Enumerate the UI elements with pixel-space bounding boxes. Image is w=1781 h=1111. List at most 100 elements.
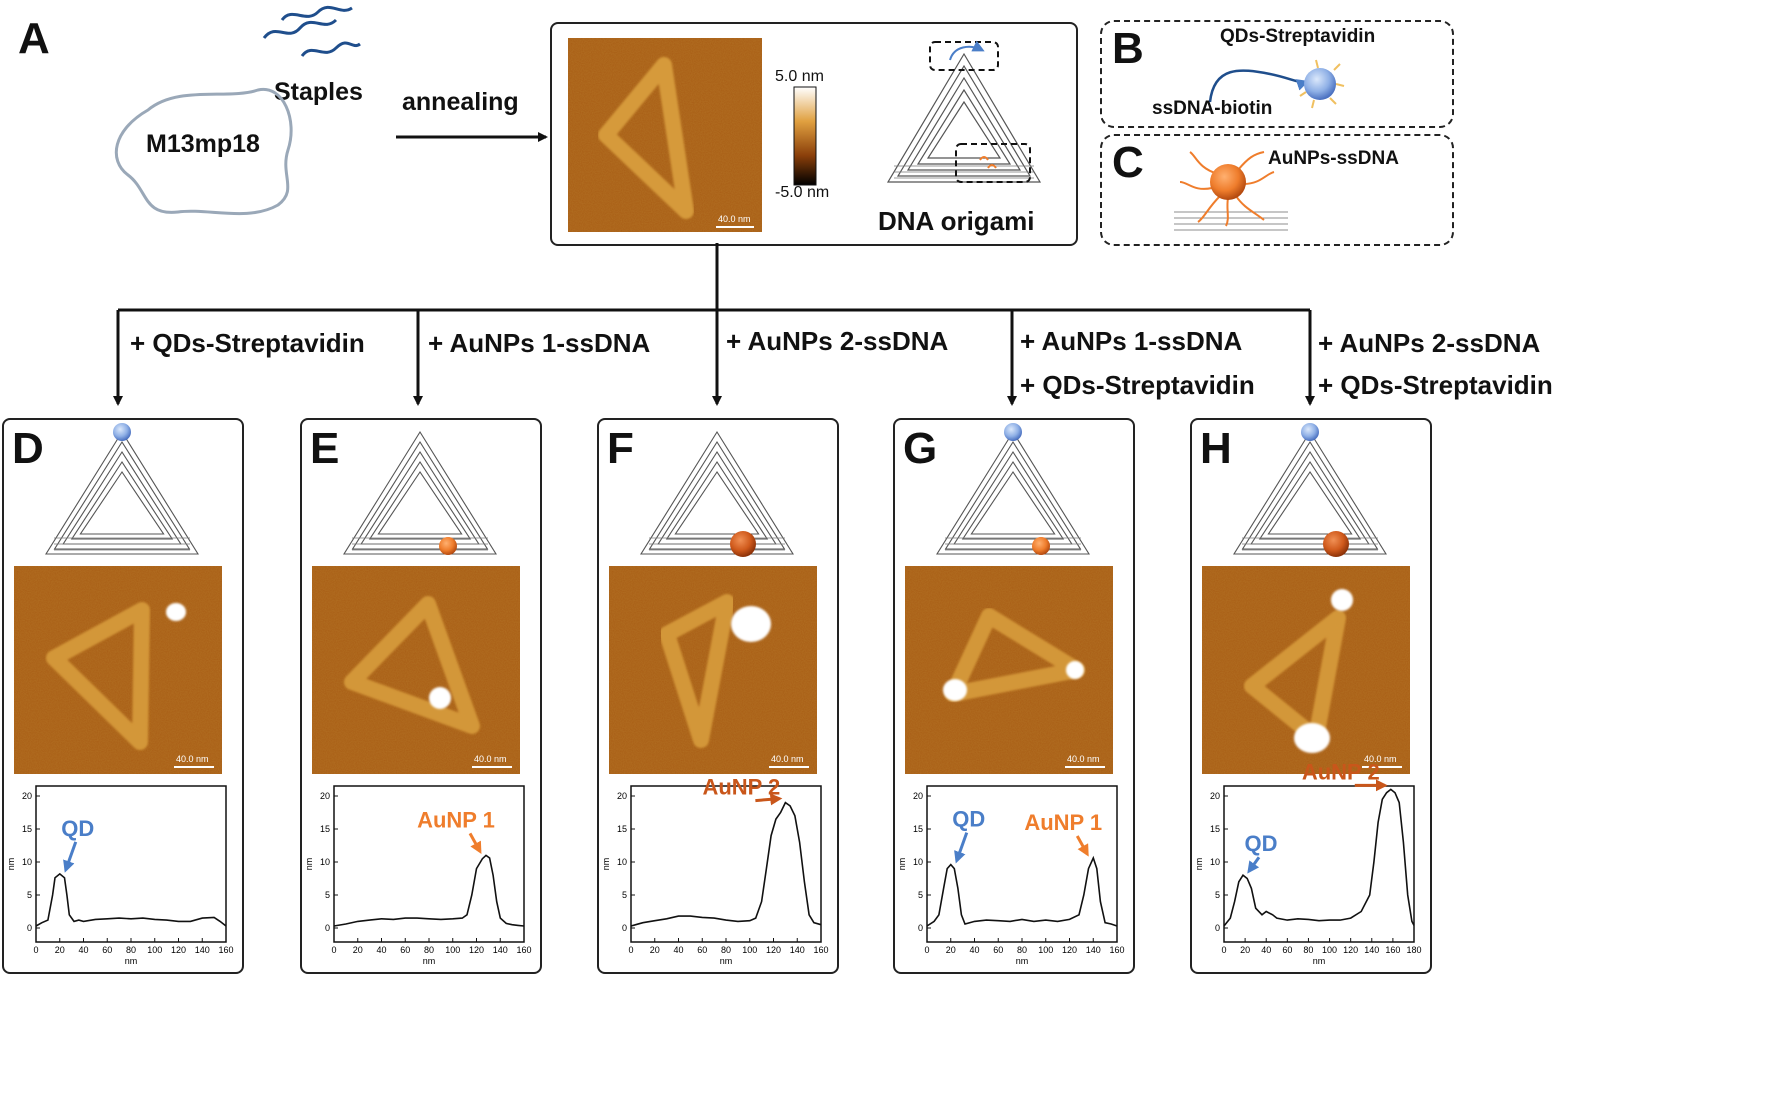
x-tick-label: 140 <box>1086 945 1101 955</box>
afm-image-f: 40.0 nm <box>609 566 817 774</box>
origami-schematic-h <box>1233 423 1387 557</box>
branch-label-g-2: + QDs-Streptavidin <box>1020 370 1255 400</box>
height-profile-line <box>35 872 227 927</box>
panel-b-box <box>1100 20 1454 128</box>
x-tick-label: 60 <box>1282 945 1292 955</box>
x-tick-label: 100 <box>147 945 162 955</box>
y-tick-label: 20 <box>1210 791 1220 801</box>
x-tick-label: 80 <box>1017 945 1027 955</box>
peak-annotation-aunp2: AuNP 2 <box>1302 759 1380 784</box>
scaffold-loop-icon <box>114 87 293 216</box>
y-tick-label: 5 <box>622 890 627 900</box>
panel-label-e: E <box>310 424 340 473</box>
plot-frame <box>1223 785 1415 943</box>
gold-nanoparticle-2-icon <box>730 531 756 557</box>
branch-label-h-1: + AuNPs 2-ssDNA <box>1318 328 1541 358</box>
peak-annotation-aunp1: AuNP 1 <box>1024 810 1102 835</box>
panel-label-a: A <box>18 14 50 63</box>
scale-bar <box>1065 766 1105 768</box>
x-tick-label: 20 <box>946 945 956 955</box>
aunp-ssdna-icon <box>1174 151 1288 231</box>
x-tick-label: 80 <box>424 945 434 955</box>
scale-label: 40.0 nm <box>771 754 804 764</box>
branch-label-e: + AuNPs 1-ssDNA <box>428 328 651 358</box>
origami-schematic-e <box>343 430 497 555</box>
panel-label-g: G <box>903 424 938 473</box>
x-tick-label: 20 <box>55 945 65 955</box>
colorbar-max-label: 5.0 nm <box>775 68 824 85</box>
qd-streptavidin-icon <box>1208 59 1345 109</box>
height-profile-line <box>1223 788 1415 927</box>
colorbar-min-label: -5.0 nm <box>775 184 830 201</box>
scale-label: 40.0 nm <box>474 754 507 764</box>
y-axis-label: nm <box>897 858 907 871</box>
y-axis-label: nm <box>1194 858 1204 871</box>
branch-label-f: + AuNPs 2-ssDNA <box>726 326 949 356</box>
x-tick-label: 120 <box>766 945 781 955</box>
x-tick-label: 80 <box>721 945 731 955</box>
y-tick-label: 5 <box>918 890 923 900</box>
x-tick-label: 140 <box>1364 945 1379 955</box>
gold-nanoparticle-1-icon <box>439 537 457 555</box>
x-tick-label: 0 <box>924 945 929 955</box>
x-tick-label: 140 <box>790 945 805 955</box>
annotation-arrow <box>755 793 783 806</box>
x-tick-label: 180 <box>1406 945 1421 955</box>
x-tick-label: 40 <box>1261 945 1271 955</box>
scale-bar <box>472 766 512 768</box>
peak-annotation-qd: QD <box>61 816 94 841</box>
branch-connector-lines <box>113 243 1315 406</box>
afm-image-g: 40.0 nm <box>905 566 1113 774</box>
x-tick-label: 60 <box>697 945 707 955</box>
quantum-dot-icon <box>1004 423 1022 441</box>
x-tick-label: 20 <box>1240 945 1250 955</box>
x-tick-label: 80 <box>1303 945 1313 955</box>
x-tick-label: 80 <box>126 945 136 955</box>
scaffold-label: M13mp18 <box>146 130 260 158</box>
x-tick-label: 0 <box>1221 945 1226 955</box>
y-tick-label: 15 <box>1210 824 1220 834</box>
x-tick-label: 60 <box>400 945 410 955</box>
x-tick-label: 60 <box>102 945 112 955</box>
y-tick-label: 10 <box>1210 857 1220 867</box>
y-axis-label: nm <box>6 858 16 871</box>
y-tick-label: 0 <box>622 923 627 933</box>
scale-label: 40.0 nm <box>718 214 751 224</box>
x-tick-label: 120 <box>171 945 186 955</box>
x-tick-label: 140 <box>493 945 508 955</box>
y-tick-label: 20 <box>22 791 32 801</box>
x-axis-label: nm <box>1016 956 1029 966</box>
y-tick-label: 10 <box>617 857 627 867</box>
height-profile-line <box>333 854 525 927</box>
y-axis-label: nm <box>304 858 314 871</box>
y-axis-label: nm <box>601 858 611 871</box>
scale-bar <box>769 766 809 768</box>
x-tick-label: 0 <box>33 945 38 955</box>
afm-image-e: 40.0 nm <box>312 566 520 774</box>
origami-schematic-d <box>45 423 199 555</box>
panel-label-f: F <box>607 424 634 473</box>
branch-label-g-1: + AuNPs 1-ssDNA <box>1020 326 1243 356</box>
panel-b-linker-label: ssDNA-biotin <box>1152 98 1273 119</box>
x-tick-label: 20 <box>650 945 660 955</box>
peak-annotation-qd: QD <box>1245 831 1278 856</box>
y-tick-label: 0 <box>325 923 330 933</box>
scale-label: 40.0 nm <box>1364 754 1397 764</box>
x-tick-label: 100 <box>1038 945 1053 955</box>
y-tick-label: 10 <box>22 857 32 867</box>
origami-label: DNA origami <box>878 206 1035 236</box>
x-tick-label: 140 <box>195 945 210 955</box>
panel-c-title: AuNPs-ssDNA <box>1268 148 1399 169</box>
annotation-arrow <box>468 832 482 855</box>
x-tick-label: 0 <box>331 945 336 955</box>
panel-b-title: QDs-Streptavidin <box>1220 26 1376 47</box>
origami-schematic-f <box>640 430 794 557</box>
afm-image-h: 40.0 nm <box>1202 566 1410 774</box>
panel-label-c: C <box>1112 138 1144 187</box>
x-tick-label: 100 <box>445 945 460 955</box>
origami-schematic-g <box>936 423 1090 555</box>
x-tick-label: 120 <box>469 945 484 955</box>
